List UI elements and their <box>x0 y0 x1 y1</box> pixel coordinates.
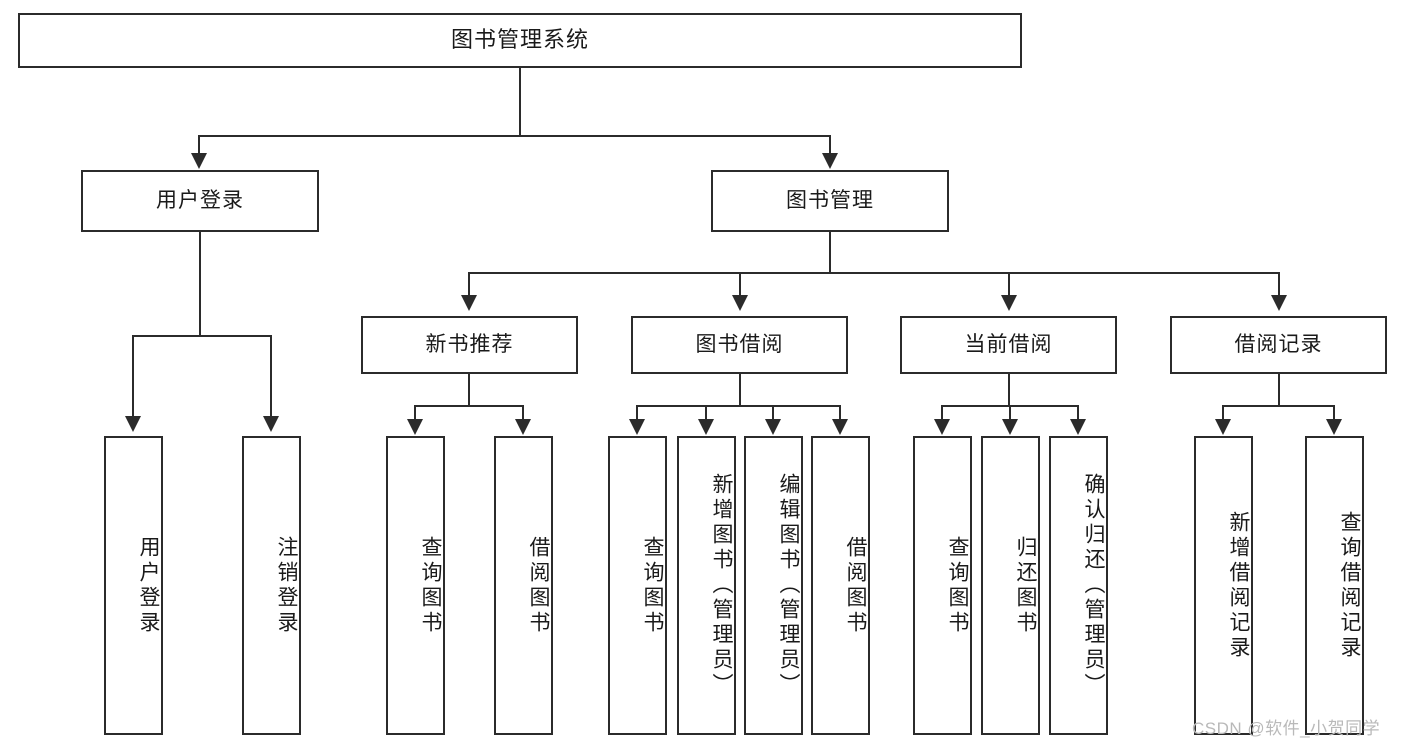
connector-bm-child-3 <box>1008 272 1010 297</box>
connector-br-child-1 <box>1222 405 1224 421</box>
connector-bb-stem <box>739 374 741 405</box>
arrowhead-nbr-child-1 <box>407 419 423 435</box>
connector-cb-stem <box>1008 374 1010 405</box>
leaf-user-login-logout[interactable]: 注销登录 <box>242 436 301 735</box>
leaf-borrow-record-add-record[interactable]: 新增借阅记录 <box>1194 436 1253 735</box>
leaf-new-book-query-book[interactable]: 查询图书 <box>386 436 445 735</box>
node-root-book-management-system[interactable]: 图书管理系统 <box>18 13 1022 68</box>
connector-bb-child-2 <box>705 405 707 421</box>
node-current-borrow[interactable]: 当前借阅 <box>900 316 1117 374</box>
csdn-watermark: CSDN @软件_小贺同学 <box>1192 719 1381 738</box>
arrowhead-cb-child-1 <box>934 419 950 435</box>
node-book-borrow[interactable]: 图书借阅 <box>631 316 848 374</box>
leaf-user-login-login[interactable]: 用户登录 <box>104 436 163 735</box>
connector-cb-child-2 <box>1009 405 1011 421</box>
connector-cb-child-1 <box>941 405 943 421</box>
arrowhead-bm-child-4 <box>1271 295 1287 311</box>
arrowhead-bb-child-4 <box>832 419 848 435</box>
connector-user-login-stem <box>199 232 201 335</box>
connector-root-to-user-login <box>198 135 200 155</box>
leaf-new-book-borrow-book[interactable]: 借阅图书 <box>494 436 553 735</box>
arrowhead-cb-child-2 <box>1002 419 1018 435</box>
connector-book-management-stem <box>829 232 831 272</box>
connector-root-bar <box>198 135 831 137</box>
arrowhead-bb-child-1 <box>629 419 645 435</box>
node-user-login[interactable]: 用户登录 <box>81 170 319 232</box>
connector-user-login-child-1 <box>132 335 134 418</box>
connector-nbr-child-1 <box>414 405 416 421</box>
arrowhead-bm-child-3 <box>1001 295 1017 311</box>
connector-cb-child-3 <box>1077 405 1079 421</box>
leaf-current-borrow-return-book[interactable]: 归还图书 <box>981 436 1040 735</box>
leaf-current-borrow-confirm-return-admin[interactable]: 确认归还（管理员） <box>1049 436 1108 735</box>
connector-nbr-stem <box>468 374 470 405</box>
arrowhead-br-child-1 <box>1215 419 1231 435</box>
leaf-book-borrow-edit-book-admin[interactable]: 编辑图书（管理员） <box>744 436 803 735</box>
leaf-book-borrow-borrow-book[interactable]: 借阅图书 <box>811 436 870 735</box>
connector-nbr-child-2 <box>522 405 524 421</box>
connector-bb-child-1 <box>636 405 638 421</box>
connector-bm-child-1 <box>468 272 470 297</box>
connector-book-management-bar <box>468 272 1280 274</box>
connector-user-login-bar <box>132 335 270 337</box>
connector-bb-child-3 <box>772 405 774 421</box>
connector-br-bar <box>1222 405 1335 407</box>
arrowhead-user-login-child-1 <box>125 416 141 432</box>
connector-nbr-bar <box>414 405 524 407</box>
arrowhead-cb-child-3 <box>1070 419 1086 435</box>
connector-bm-child-2 <box>739 272 741 297</box>
arrowhead-user-login <box>191 153 207 169</box>
arrowhead-bm-child-2 <box>732 295 748 311</box>
arrowhead-book-management <box>822 153 838 169</box>
arrowhead-nbr-child-2 <box>515 419 531 435</box>
leaf-borrow-record-query-record[interactable]: 查询借阅记录 <box>1305 436 1364 735</box>
connector-root-to-book-management <box>829 135 831 155</box>
arrowhead-br-child-2 <box>1326 419 1342 435</box>
connector-root-stem <box>519 68 521 135</box>
arrowhead-bb-child-2 <box>698 419 714 435</box>
arrowhead-bm-child-1 <box>461 295 477 311</box>
connector-br-stem <box>1278 374 1280 405</box>
node-book-management[interactable]: 图书管理 <box>711 170 949 232</box>
leaf-book-borrow-add-book-admin[interactable]: 新增图书（管理员） <box>677 436 736 735</box>
node-new-book-recommend[interactable]: 新书推荐 <box>361 316 578 374</box>
connector-bb-child-4 <box>839 405 841 421</box>
leaf-book-borrow-query-book[interactable]: 查询图书 <box>608 436 667 735</box>
connector-bb-bar <box>636 405 841 407</box>
connector-br-child-2 <box>1333 405 1335 421</box>
node-borrow-record[interactable]: 借阅记录 <box>1170 316 1387 374</box>
leaf-current-borrow-query-book[interactable]: 查询图书 <box>913 436 972 735</box>
connector-user-login-child-2 <box>270 335 272 418</box>
arrowhead-bb-child-3 <box>765 419 781 435</box>
arrowhead-user-login-child-2 <box>263 416 279 432</box>
connector-bm-child-4 <box>1278 272 1280 297</box>
